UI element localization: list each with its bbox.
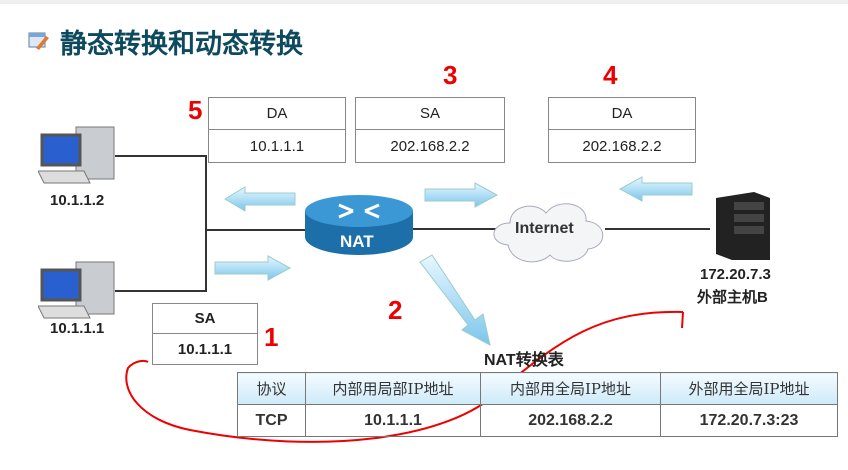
field-label: DA xyxy=(209,98,345,130)
router-icon xyxy=(305,195,413,255)
field-value: 10.1.1.1 xyxy=(249,137,305,155)
packet-header-5: DA 10.1.1.1 xyxy=(208,97,346,163)
server-ip-label: 172.20.7.3 xyxy=(700,266,771,283)
table-cell: 10.1.1.1 xyxy=(305,404,481,437)
step-number-1: 1 xyxy=(264,322,279,352)
arrow-left-icon xyxy=(224,186,296,212)
arrow-diagonal-icon xyxy=(419,254,491,346)
table-cell: 202.168.2.2 xyxy=(480,404,661,437)
computer-icon xyxy=(38,261,115,319)
link-router xyxy=(205,229,310,231)
table-header-row: 协议 内部用局部IP地址 内部用全局IP地址 外部用全局IP地址 xyxy=(237,372,838,405)
server-icon xyxy=(716,192,770,260)
computer-icon xyxy=(38,126,115,184)
column-header: 内部用全局IP地址 xyxy=(480,372,661,405)
table-cell: TCP xyxy=(237,404,306,437)
arrow-right-icon xyxy=(424,182,499,208)
packet-header-1: SA 10.1.1.1 xyxy=(152,303,258,365)
column-header: 内部用局部IP地址 xyxy=(305,372,481,405)
column-header: 外部用全局IP地址 xyxy=(660,372,838,405)
field-value: 10.1.1.1 xyxy=(177,340,233,358)
field-label: DA xyxy=(549,98,695,130)
annotation-curve xyxy=(125,310,684,443)
arrow-right-icon xyxy=(214,255,292,281)
step-number-2: 2 xyxy=(388,295,403,325)
arrow-left-icon xyxy=(618,176,693,202)
field-label: SA xyxy=(356,98,504,130)
cloud-label: Internet xyxy=(515,220,574,237)
link-server xyxy=(605,228,710,230)
step-number-5: 5 xyxy=(188,95,203,125)
host-ip-label: 10.1.1.1 xyxy=(50,320,105,337)
internet-cloud-icon xyxy=(493,203,604,263)
packet-header-4: DA 202.168.2.2 xyxy=(548,97,696,163)
step-number-4: 4 xyxy=(603,60,618,90)
server-name-label: 外部主机B xyxy=(697,289,768,306)
lan-bus xyxy=(205,155,207,292)
table-row: TCP 10.1.1.1 202.168.2.2 172.20.7.3:23 xyxy=(237,404,838,437)
link-pc1 xyxy=(115,155,207,157)
column-header: 协议 xyxy=(237,372,306,405)
router-label: NAT xyxy=(340,232,374,251)
host-ip-label: 10.1.1.2 xyxy=(50,192,105,209)
step-number-3: 3 xyxy=(443,60,458,90)
nat-table: 协议 内部用局部IP地址 内部用全局IP地址 外部用全局IP地址 TCP 10.… xyxy=(237,372,838,437)
top-bar xyxy=(0,0,848,4)
link-pc2 xyxy=(115,290,207,292)
packet-header-3: SA 202.168.2.2 xyxy=(355,97,505,163)
slide-bullet-icon xyxy=(28,32,49,50)
link-internet xyxy=(412,228,497,230)
table-cell: 172.20.7.3:23 xyxy=(660,404,838,437)
field-value: 202.168.2.2 xyxy=(390,137,470,155)
nat-table-caption: NAT转换表 xyxy=(484,352,564,369)
field-value: 202.168.2.2 xyxy=(582,137,662,155)
page-title: 静态转换和动态转换 xyxy=(60,29,303,60)
field-label: SA xyxy=(153,304,257,334)
